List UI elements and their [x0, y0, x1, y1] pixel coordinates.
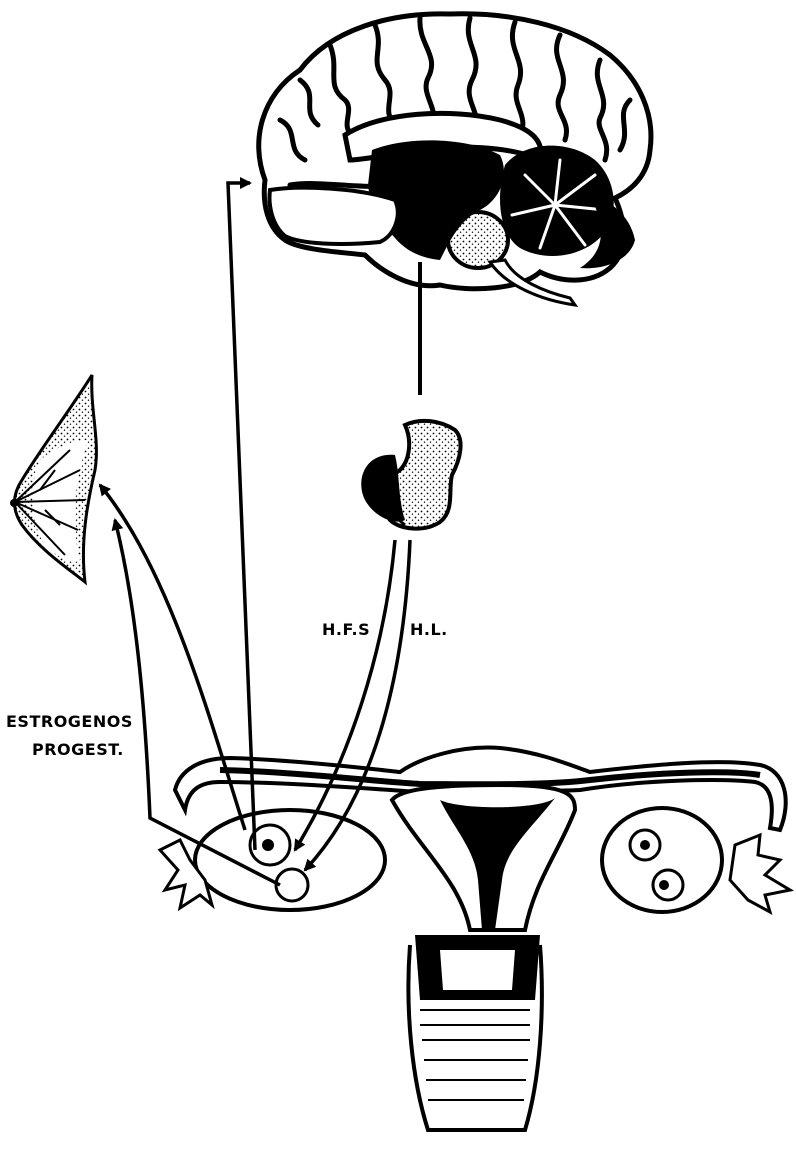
label-estrogenos: ESTROGENOS	[6, 712, 133, 731]
left-follicle-2	[276, 869, 308, 901]
label-hl: H.L.	[410, 620, 448, 639]
nipple	[10, 499, 18, 507]
arrow-hfs	[295, 540, 395, 850]
label-hfs: H.F.S	[322, 620, 370, 639]
arrow-ovary-to-brain	[228, 183, 255, 850]
right-fimbriae	[730, 835, 790, 912]
pituitary-gland	[361, 421, 460, 529]
frontal-lobe-lower	[270, 188, 398, 244]
breast	[10, 375, 96, 582]
label-progest: PROGEST.	[32, 740, 124, 759]
left-ovary	[195, 810, 385, 910]
brain	[259, 14, 651, 395]
vaginal-rugae	[420, 1010, 530, 1100]
right-ovary	[602, 808, 722, 912]
